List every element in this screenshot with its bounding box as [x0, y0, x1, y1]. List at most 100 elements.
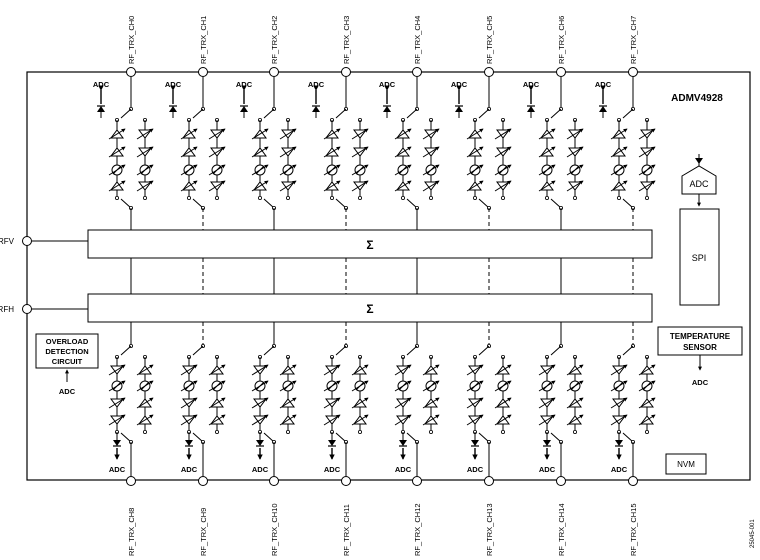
- switch-arm: [263, 432, 275, 443]
- rfh-pin: RFH: [0, 304, 88, 314]
- adc-block: ADC: [681, 154, 717, 207]
- variable-gain-arrow: [351, 146, 369, 158]
- switch-node: [329, 195, 334, 200]
- detector-diode-icon: [256, 440, 264, 446]
- rfv-combiner: [87, 229, 653, 259]
- variable-gain-arrow: [422, 364, 440, 376]
- variable-gain-arrow: [610, 414, 628, 426]
- variable-gain-arrow: [136, 364, 154, 376]
- switch-arm: [550, 198, 562, 209]
- variable-gain-arrow: [108, 146, 126, 158]
- switch-arm: [478, 345, 490, 356]
- channel-pin: [198, 476, 208, 486]
- variable-phase-arrow: [108, 164, 126, 176]
- channel-adc-label: ADC: [611, 465, 628, 474]
- channel-adc-label: ADC: [595, 80, 612, 89]
- variable-gain-arrow: [610, 146, 628, 158]
- switch-arm: [478, 108, 490, 119]
- variable-gain-arrow: [566, 397, 584, 409]
- variable-gain-arrow: [136, 397, 154, 409]
- variable-gain-arrow: [394, 180, 412, 192]
- switch-arm: [335, 345, 347, 356]
- variable-gain-arrow: [108, 397, 126, 409]
- variable-gain-arrow: [494, 180, 512, 192]
- variable-gain-arrow: [351, 128, 369, 140]
- part-number: ADMV4928: [671, 93, 723, 104]
- switch-arm: [192, 198, 204, 209]
- overload-label-line2: DETECTION: [45, 347, 88, 356]
- channel-label: RF_TRX_CH10: [270, 503, 279, 556]
- variable-gain-arrow: [323, 180, 341, 192]
- channel-label: RF_TRX_CH4: [413, 16, 422, 64]
- temperature-sensor-label-line2: SENSOR: [683, 343, 717, 352]
- variable-gain-arrow: [323, 146, 341, 158]
- variable-phase-arrow: [494, 164, 512, 176]
- variable-gain-arrow: [180, 397, 198, 409]
- channel-adc-label: ADC: [467, 465, 484, 474]
- variable-phase-arrow: [351, 164, 369, 176]
- switch-arm: [478, 198, 490, 209]
- switch-node: [214, 195, 219, 200]
- variable-gain-arrow: [351, 364, 369, 376]
- switch-node: [357, 195, 362, 200]
- variable-gain-arrow: [251, 397, 269, 409]
- variable-gain-arrow: [538, 414, 556, 426]
- channel-pin: [628, 476, 638, 486]
- variable-gain-arrow: [422, 180, 440, 192]
- switch-arm: [622, 198, 634, 209]
- switch-node: [573, 195, 578, 200]
- channel-pin: [126, 67, 136, 77]
- channel-label: RF_TRX_CH0: [127, 16, 136, 64]
- adc-block-label: ADC: [689, 179, 709, 189]
- channel-label: RF_TRX_CH3: [342, 16, 351, 64]
- detector-diode-icon: [471, 440, 479, 446]
- variable-phase-arrow: [351, 380, 369, 392]
- channel-adc-label: ADC: [395, 465, 412, 474]
- variable-gain-arrow: [279, 414, 297, 426]
- variable-gain-arrow: [538, 146, 556, 158]
- variable-gain-arrow: [638, 414, 656, 426]
- switch-arm: [263, 108, 275, 119]
- nvm-label: NVM: [677, 460, 695, 469]
- variable-gain-arrow: [180, 180, 198, 192]
- channel-adc-label: ADC: [523, 80, 540, 89]
- variable-gain-arrow: [180, 146, 198, 158]
- channel-adc-label: ADC: [181, 465, 198, 474]
- switch-arm: [120, 108, 132, 119]
- detector-diode-icon: [240, 106, 248, 112]
- variable-gain-arrow: [638, 397, 656, 409]
- variable-phase-arrow: [638, 380, 656, 392]
- variable-gain-arrow: [351, 397, 369, 409]
- variable-phase-arrow: [494, 380, 512, 392]
- detector-diode-icon: [543, 440, 551, 446]
- channel-pin: [269, 67, 279, 77]
- overload-label-line1: OVERLOAD: [46, 337, 89, 346]
- variable-phase-arrow: [422, 380, 440, 392]
- variable-gain-arrow: [638, 128, 656, 140]
- switch-arm: [622, 345, 634, 356]
- detector-diode-icon: [399, 440, 407, 446]
- channel-adc-label: ADC: [379, 80, 396, 89]
- variable-phase-arrow: [180, 164, 198, 176]
- channel-pin: [556, 67, 566, 77]
- variable-gain-arrow: [279, 128, 297, 140]
- switch-node: [428, 195, 433, 200]
- variable-gain-arrow: [108, 364, 126, 376]
- rfv-pin: RFV: [0, 236, 88, 246]
- variable-phase-arrow: [251, 164, 269, 176]
- variable-gain-arrow: [538, 180, 556, 192]
- chip-outline: [26, 71, 751, 481]
- switch-arm: [263, 198, 275, 209]
- switch-arm: [406, 108, 418, 119]
- switch-node: [214, 429, 219, 434]
- variable-phase-arrow: [136, 380, 154, 392]
- variable-gain-arrow: [251, 414, 269, 426]
- detector-diode-icon: [383, 106, 391, 112]
- variable-gain-arrow: [208, 414, 226, 426]
- variable-gain-arrow: [638, 146, 656, 158]
- variable-gain-arrow: [136, 146, 154, 158]
- switch-arm: [192, 432, 204, 443]
- variable-gain-arrow: [279, 180, 297, 192]
- variable-gain-arrow: [566, 364, 584, 376]
